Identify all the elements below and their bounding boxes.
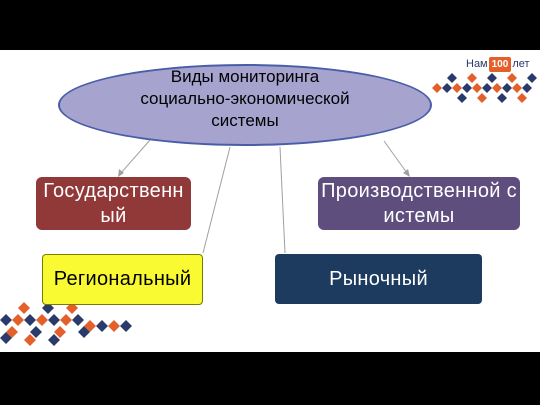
node-prod: Производственной системы	[318, 177, 520, 230]
node-reg: Региональный	[42, 254, 203, 305]
decoration-and-connectors	[0, 73, 537, 346]
node-mkt: Рыночный	[275, 254, 482, 304]
diamond-pattern-bottom-left	[0, 302, 132, 346]
connector-lines	[118, 139, 410, 254]
node-prod-label: Производственной системы	[321, 179, 517, 227]
node-reg-label: Региональный	[53, 268, 192, 290]
logo-text-pre: Нам	[466, 58, 488, 70]
connector-reg	[202, 146, 231, 254]
connector-prod	[383, 140, 408, 174]
logo-text-post: лет	[512, 58, 530, 70]
node-gov-label: Государственный	[43, 179, 184, 227]
connector-mkt	[279, 146, 286, 254]
connector-gov	[120, 139, 151, 174]
slide: Нам 100 лет Виды мониторинга социально-э…	[0, 50, 540, 352]
root-label: Виды мониторинга социально-экономической…	[140, 67, 350, 130]
node-gov: Государственный	[36, 177, 191, 230]
root-ellipse	[58, 64, 432, 146]
arrowhead-prod	[403, 169, 410, 177]
diamond-pattern-top-right	[432, 73, 537, 103]
logo: Нам 100 лет	[466, 54, 530, 74]
logo-number: 100	[488, 56, 512, 72]
arrowhead-gov	[118, 169, 124, 177]
node-mkt-label: Рыночный	[329, 267, 428, 290]
